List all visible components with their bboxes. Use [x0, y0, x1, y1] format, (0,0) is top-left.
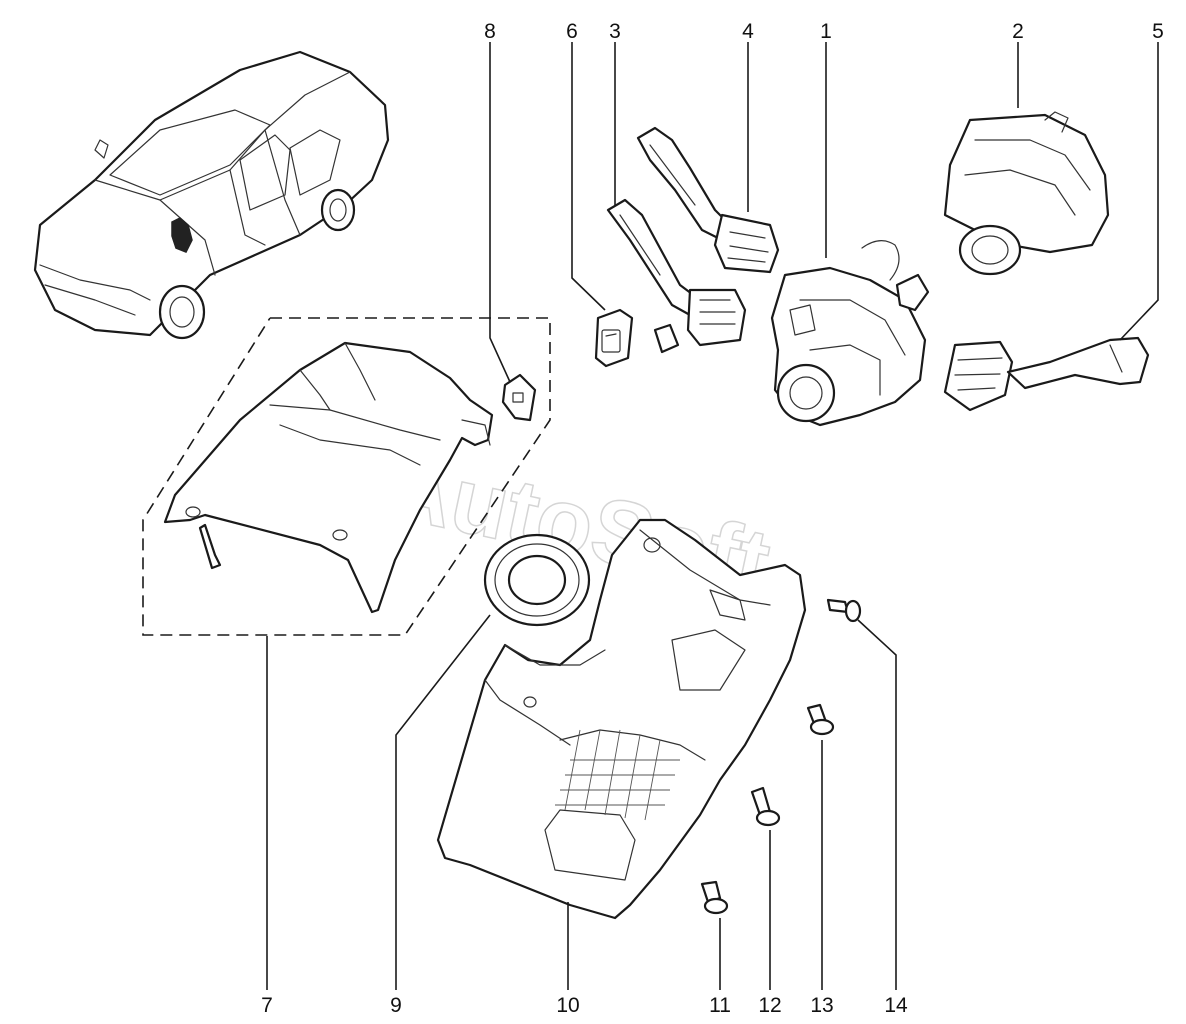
callout-labels: 1 2 3 4 5 6 7 8 9 10 11 12 13 14 [261, 20, 1164, 1017]
part-3-stalk [606, 198, 747, 354]
part-10-lower-shroud [436, 518, 807, 920]
callout-1: 1 [820, 20, 832, 43]
callout-11: 11 [709, 994, 731, 1017]
part-8-clip [501, 373, 537, 422]
callout-5: 5 [1152, 20, 1164, 43]
callout-6: 6 [566, 20, 578, 43]
callout-12: 12 [758, 994, 781, 1017]
callout-14: 14 [884, 994, 908, 1017]
part-7-upper-shroud [142, 317, 551, 636]
callout-9: 9 [390, 994, 402, 1017]
part-11-screw [700, 880, 729, 915]
callout-10: 10 [556, 994, 579, 1017]
part-1-switch-body [770, 240, 930, 427]
callout-3: 3 [609, 20, 621, 43]
callout-13: 13 [810, 994, 833, 1017]
vehicle-thumbnail [33, 50, 390, 340]
part-14-screw [826, 598, 862, 623]
part-2-module [943, 111, 1110, 276]
callout-2: 2 [1012, 20, 1024, 43]
part-12-screw [750, 786, 781, 827]
part-5-stalk [943, 336, 1150, 412]
part-6-button [594, 308, 634, 368]
part-9-seal-ring [483, 533, 591, 627]
callout-4: 4 [742, 20, 754, 43]
callout-7: 7 [261, 994, 273, 1017]
callout-8: 8 [484, 20, 496, 43]
part-13-screw [806, 703, 835, 736]
leader-lines [266, 42, 1159, 990]
part-4-stalk [636, 126, 780, 274]
